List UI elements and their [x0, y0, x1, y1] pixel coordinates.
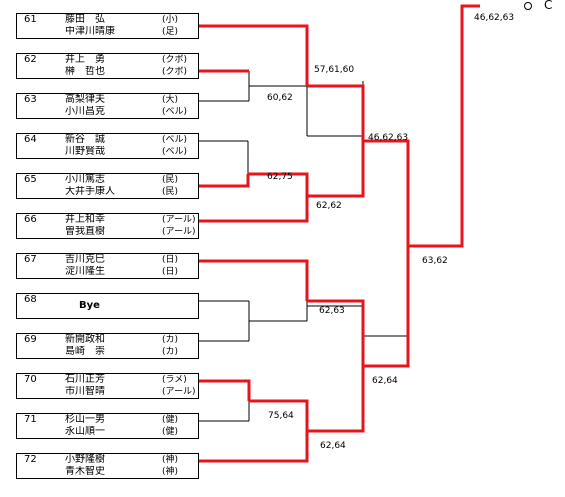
- entry-seed: 71: [24, 414, 37, 425]
- entry-seed: 63: [24, 94, 37, 105]
- score-70-71: 75,64: [268, 411, 294, 421]
- entry-seed: 61: [24, 14, 37, 25]
- score-64-65: 62,75: [267, 172, 293, 182]
- player-name: 新谷 誠: [65, 134, 105, 145]
- entry-box: 65 小川篤志 (民) 大井手康人 (民): [16, 173, 199, 199]
- team-label: (カ): [162, 335, 179, 345]
- team-label: (神): [162, 455, 179, 465]
- player-name: 永山順一: [65, 426, 105, 437]
- team-label: (小): [162, 15, 179, 25]
- player-name: 大井手康人: [65, 186, 115, 197]
- entry-seed: 66: [24, 214, 37, 225]
- entry-box: 62 井上 勇 (クボ) 榊 哲也 (クボ): [16, 53, 199, 79]
- score-70-72: 62,64: [320, 441, 346, 451]
- score-64-66: 62,62: [316, 201, 342, 211]
- score-68-69: 62,63: [319, 306, 345, 316]
- player-name: 島崎 崇: [65, 346, 105, 357]
- entry-seed: 67: [24, 254, 37, 265]
- entry-seed: 72: [24, 454, 37, 465]
- team-label: (健): [162, 427, 179, 437]
- team-label: (大): [162, 95, 179, 105]
- player-name: 榊 哲也: [65, 66, 105, 77]
- winner-line: [199, 24, 309, 86]
- winner-line: [199, 399, 309, 463]
- team-label: (アール): [162, 215, 196, 225]
- player-name: 青木智史: [65, 466, 105, 477]
- team-label: (民): [162, 187, 179, 197]
- score-67-69: 62,64: [372, 376, 398, 386]
- player-name: 新開政和: [65, 334, 105, 345]
- winner-line: [363, 139, 410, 246]
- winner-line: [307, 84, 365, 141]
- team-label: (足): [162, 27, 179, 37]
- player-name: 小川篤志: [65, 174, 105, 185]
- team-label: (神): [162, 467, 179, 477]
- entry-box: 63 高梨律夫 (大) 小川昌克 (ベル): [16, 93, 199, 119]
- winner-line: [199, 259, 309, 301]
- player-name: 市川智晴: [65, 386, 105, 397]
- player-name: 淀川隆生: [65, 266, 105, 277]
- winner-line: [199, 379, 251, 401]
- entry-box: 61 藤田 弘 (小) 中津川晴康 (足): [16, 13, 199, 39]
- winner-line: [408, 4, 480, 248]
- player-name: 小川昌克: [65, 106, 105, 117]
- player-name: 井上和幸: [65, 214, 105, 225]
- entry-box: 66 井上和幸 (アール) 曽我直樹 (アール): [16, 213, 199, 239]
- final-marker-label: C: [544, 0, 553, 12]
- team-label: (アール): [162, 387, 196, 397]
- player-name: 井上 勇: [65, 54, 105, 65]
- winner-line: [307, 366, 365, 433]
- entry-box: 72 小野隆樹 (神) 青木智史 (神): [16, 453, 199, 479]
- player-name: 藤田 弘: [65, 14, 105, 25]
- entry-box: 67 吉川克巳 (日) 淀川隆生 (日): [16, 253, 199, 279]
- winner-line: [307, 299, 365, 366]
- team-label: (日): [162, 255, 179, 265]
- team-label: (クボ): [162, 67, 188, 77]
- winner-line: [199, 174, 250, 188]
- final-marker-circle: [524, 2, 532, 10]
- score-top-half: 46,62,63: [368, 133, 409, 143]
- team-label: (ベル): [162, 147, 188, 157]
- team-label: (クボ): [162, 55, 188, 65]
- entry-box: 69 新開政和 (カ) 島崎 崇 (カ): [16, 333, 199, 359]
- team-label: (アール): [162, 227, 196, 237]
- player-name: 中津川晴康: [65, 26, 115, 37]
- entry-seed: 65: [24, 174, 37, 185]
- player-name: 曽我直樹: [65, 226, 105, 237]
- team-label: (ラメ): [162, 375, 187, 385]
- entry-box: 71 杉山一男 (健) 永山順一 (健): [16, 413, 199, 439]
- team-label: (ベル): [162, 107, 188, 117]
- entry-seed: 62: [24, 54, 37, 65]
- score-61-63: 57,61,60: [314, 65, 355, 75]
- team-label: (ベル): [162, 135, 188, 145]
- entry-box: 64 新谷 誠 (ベル) 川野賢哉 (ベル): [16, 133, 199, 159]
- winner-line: [363, 246, 410, 368]
- team-label: (カ): [162, 347, 179, 357]
- score-62-63: 60,62: [267, 93, 293, 103]
- player-name: 川野賢哉: [65, 146, 105, 157]
- entry-seed: 64: [24, 134, 37, 145]
- winner-line: [307, 141, 365, 198]
- player-name: 石川正芳: [65, 374, 105, 385]
- score-final: 46,62,63: [474, 13, 515, 23]
- entry-box: 70 石川正芳 (ラメ) 市川智晴 (アール): [16, 373, 199, 399]
- team-label: (民): [162, 175, 179, 185]
- entry-seed: 68: [24, 294, 37, 305]
- player-name: 小野隆樹: [65, 454, 105, 465]
- entry-seed: 69: [24, 334, 37, 345]
- entry-seed: 70: [24, 374, 37, 385]
- player-name: 吉川克巳: [65, 254, 105, 265]
- player-name: 高梨律夫: [65, 94, 105, 105]
- player-name: 杉山一男: [65, 414, 105, 425]
- team-label: (健): [162, 415, 179, 425]
- team-label: (日): [162, 267, 179, 277]
- score-semi-bottom: 63,62: [422, 256, 448, 266]
- bye-label: Bye: [79, 300, 100, 311]
